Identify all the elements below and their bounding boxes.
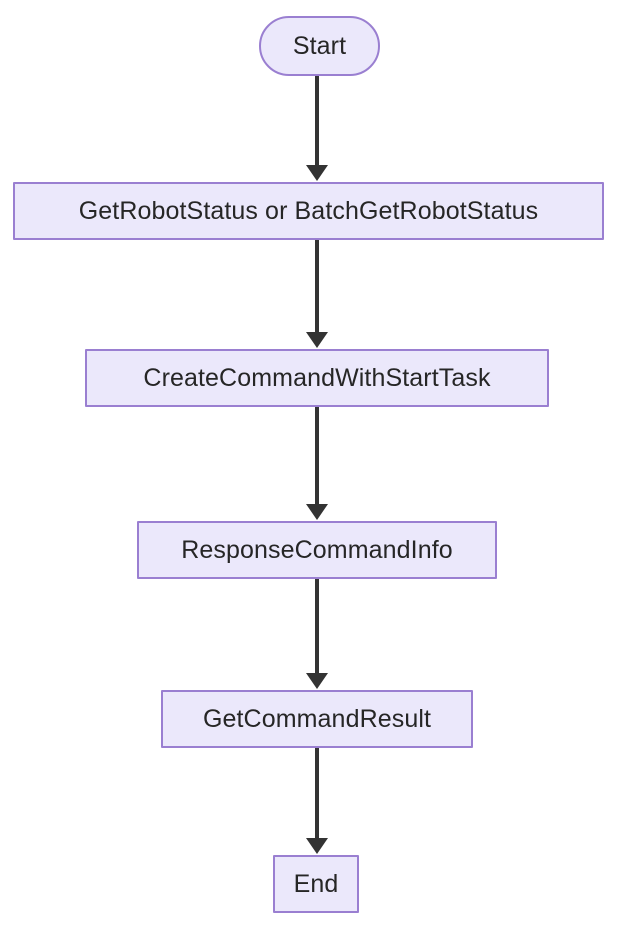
node-get-robot-status[interactable]: GetRobotStatus or BatchGetRobotStatus (13, 182, 604, 240)
node-get-command-result[interactable]: GetCommandResult (161, 690, 473, 748)
node-response-command-info-label: ResponseCommandInfo (181, 535, 453, 564)
node-start-label: Start (292, 31, 347, 60)
edge-get-command-result-to-end (306, 748, 328, 854)
node-get-robot-status-label: GetRobotStatus or BatchGetRobotStatus (78, 196, 539, 225)
node-start[interactable]: Start (259, 16, 380, 76)
node-end-label: End (293, 869, 339, 898)
node-create-command-with-start-task[interactable]: CreateCommandWithStartTask (85, 349, 549, 407)
edge-get-robot-status-to-create-command (306, 240, 328, 348)
node-create-command-with-start-task-label: CreateCommandWithStartTask (143, 363, 491, 392)
edge-create-command-to-response-info (306, 407, 328, 520)
edge-start-to-get-robot-status (306, 76, 328, 181)
node-end[interactable]: End (273, 855, 359, 913)
edge-response-info-to-get-command-result (306, 579, 328, 689)
node-get-command-result-label: GetCommandResult (202, 704, 432, 733)
node-response-command-info[interactable]: ResponseCommandInfo (137, 521, 497, 579)
